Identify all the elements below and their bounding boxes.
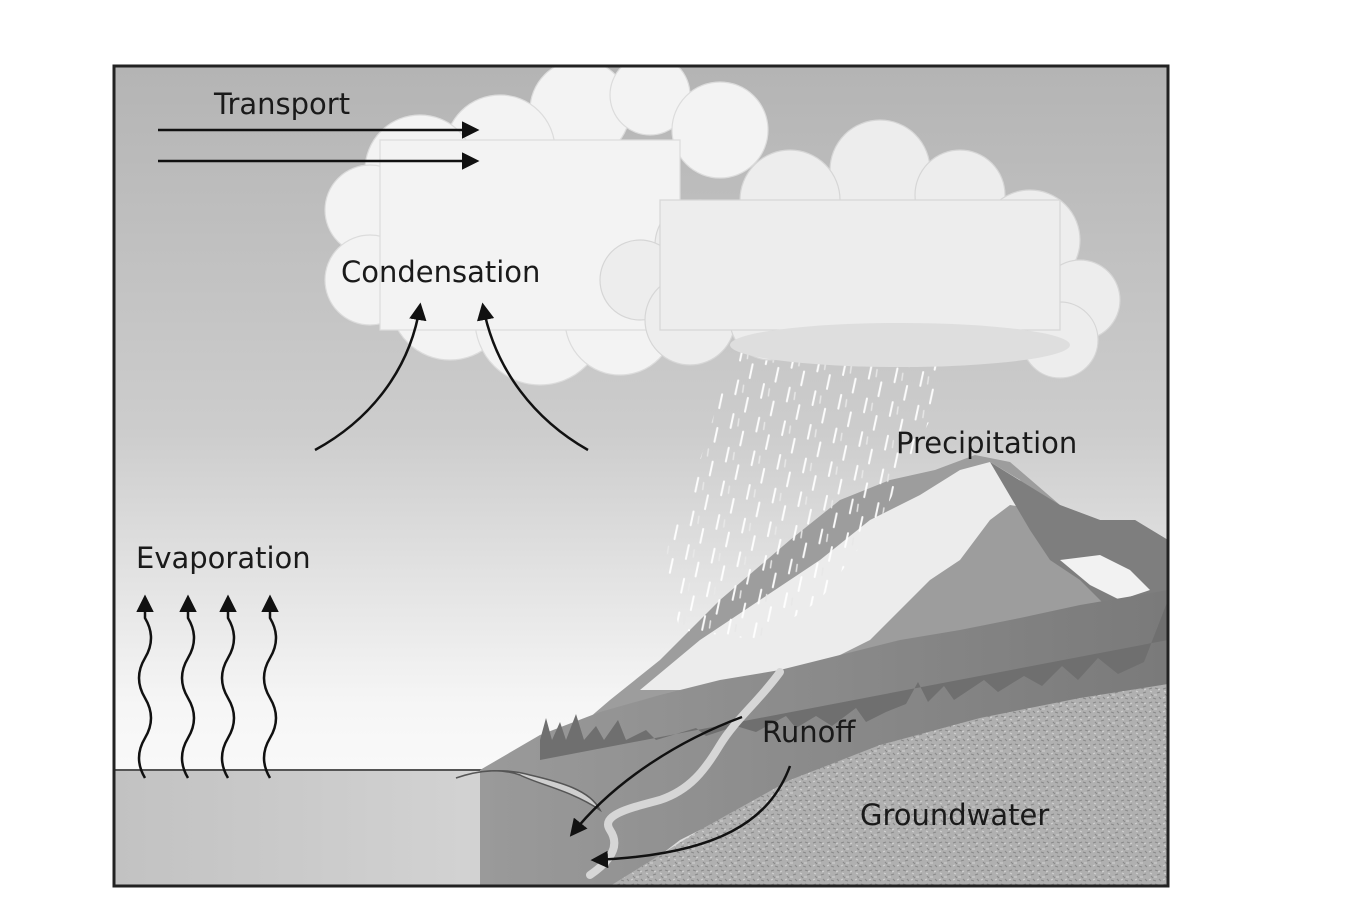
- groundwater-layer: [610, 684, 1168, 886]
- river: [586, 668, 784, 879]
- groundwater-arrow: [590, 765, 792, 869]
- condensation-arrow-left: [314, 302, 427, 452]
- evaporation-arrow: [261, 594, 279, 779]
- precipitation-label: Precipitation: [896, 426, 1077, 460]
- runoff-label: Runoff: [762, 715, 856, 749]
- mountain-snow-patch: [1060, 555, 1150, 600]
- tree-line: [540, 600, 1168, 760]
- evaporation-label: Evaporation: [136, 541, 311, 575]
- runoff-arrow: [569, 715, 743, 837]
- condensation-arrow-right: [476, 302, 589, 452]
- rain-area: [660, 330, 950, 640]
- evaporation-arrow: [179, 594, 197, 779]
- diagram-frame: [112, 64, 1170, 888]
- evaporation-arrow: [219, 594, 237, 779]
- condensation-cloud: [324, 66, 769, 386]
- groundwater-label: Groundwater: [860, 798, 1049, 832]
- rain-cloud-shadow: [730, 323, 1070, 367]
- shoreline: [455, 769, 602, 813]
- transport-label: Transport: [213, 87, 350, 121]
- condensation-label: Condensation: [341, 255, 540, 289]
- rain-cloud: [599, 119, 1121, 379]
- forest-slope: [480, 590, 1168, 886]
- evaporation-arrow: [136, 594, 154, 779]
- evaporation-arrows: [136, 594, 279, 779]
